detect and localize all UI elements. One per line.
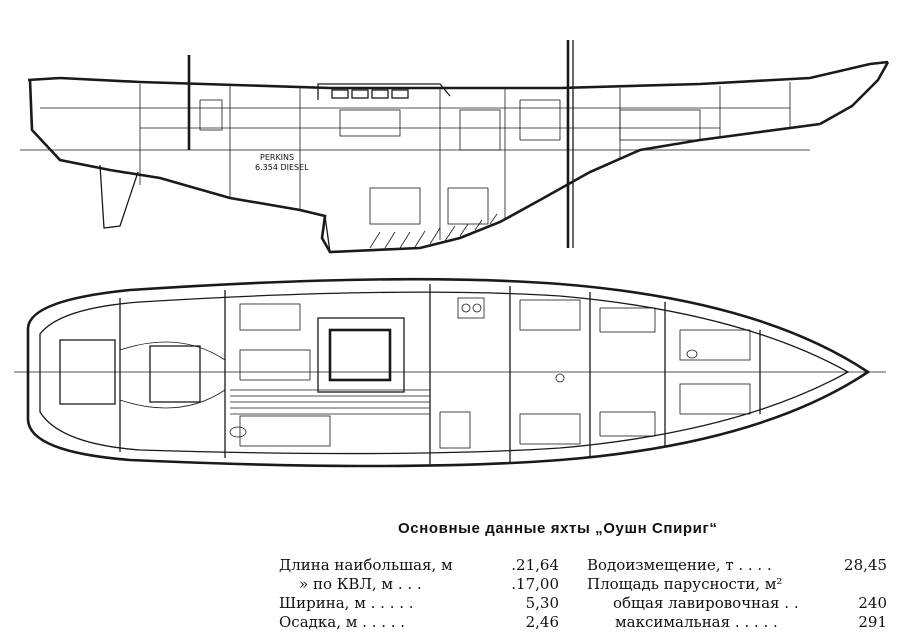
profile-view: PERKINS 6.354 DIESEL (20, 40, 890, 254)
spec-label: Водоизмещение, т . . . . (587, 556, 772, 574)
spec-row: Площадь парусности, м² (587, 575, 900, 594)
spec-value: 28,45 (844, 556, 887, 574)
spec-row: общая лавировочная . . 240 (587, 594, 900, 613)
spec-value: .17,00 (511, 575, 559, 593)
spec-value: 240 (858, 594, 887, 612)
engine-label: PERKINS (260, 153, 294, 162)
spec-value: 2,46 (525, 613, 559, 631)
spec-row: Осадка, м . . . . . 2,46 (279, 613, 559, 632)
spec-label: Осадка, м . . . . . (279, 613, 406, 631)
spec-row: » по КВЛ, м . . . .17,00 (279, 575, 559, 594)
spec-row: Длина наибольшая, м .21,64 (279, 556, 559, 575)
spec-label: » по КВЛ, м . . . (299, 575, 422, 593)
spec-row: Водоизмещение, т . . . . 28,45 (587, 556, 900, 575)
spec-label: Длина наибольшая, м (279, 556, 453, 574)
spec-value: .21,64 (511, 556, 559, 574)
spec-value: 5,30 (525, 594, 559, 612)
spec-label: Ширина, м . . . . . (279, 594, 414, 612)
spec-value: 291 (858, 613, 887, 631)
yacht-drawing: PERKINS 6.354 DIESEL (14, 40, 890, 468)
engine-model-label: 6.354 DIESEL (255, 163, 309, 172)
plan-view (14, 277, 886, 468)
spec-row: максимальная . . . . . 291 (587, 613, 900, 632)
specs-left: Длина наибольшая, м .21,64 » по КВЛ, м .… (279, 556, 559, 632)
spec-label: максимальная . . . . . (615, 613, 778, 631)
spec-label: Площадь парусности, м² (587, 575, 783, 593)
specs-right: Водоизмещение, т . . . . 28,45 Площадь п… (587, 556, 900, 632)
spec-row: Ширина, м . . . . . 5,30 (279, 594, 559, 613)
spec-label: общая лавировочная . . (613, 594, 799, 612)
caption-title: Основные данные яхты „Оушн Спириг“ (398, 520, 718, 537)
